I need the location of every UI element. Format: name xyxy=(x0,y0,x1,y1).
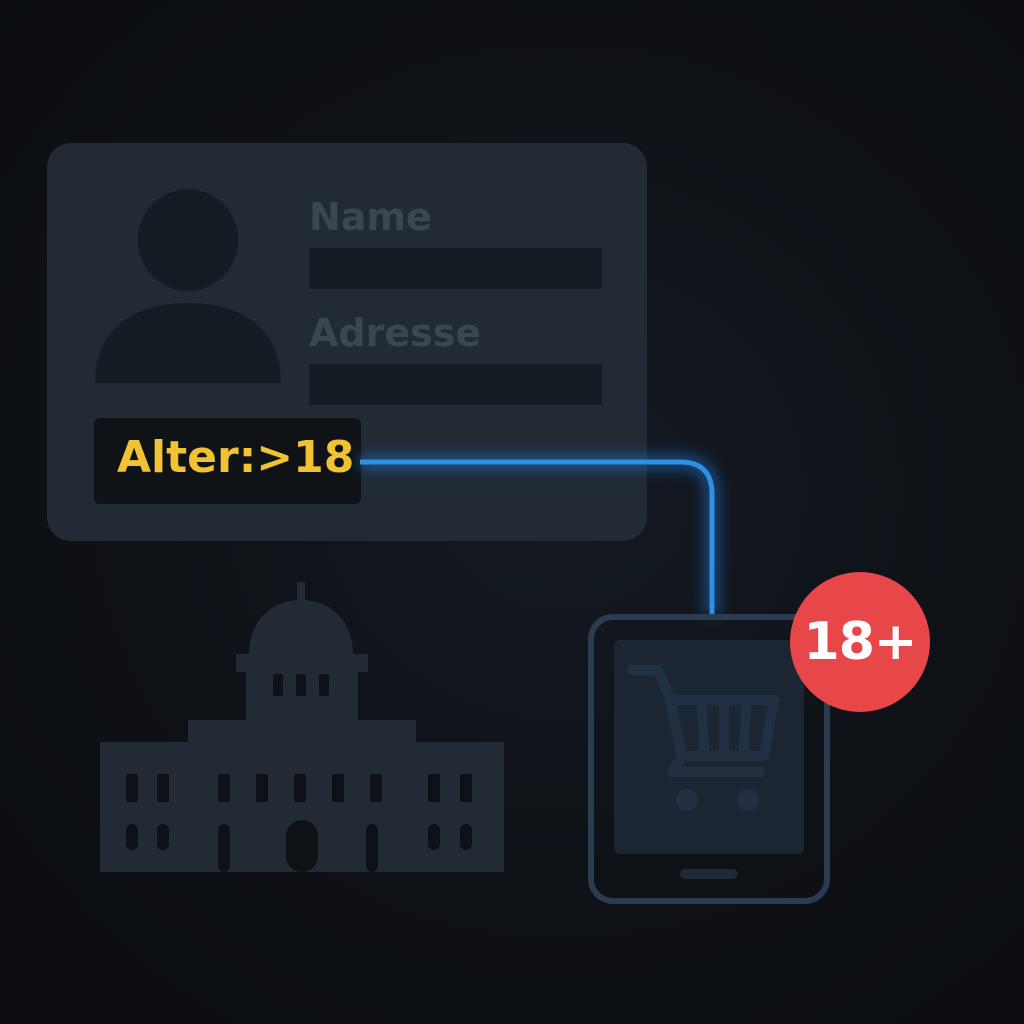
government-building-icon xyxy=(100,582,504,872)
age-claim-text: Alter:>18 xyxy=(117,432,355,483)
age-restriction-badge: 18+ xyxy=(790,572,930,712)
age-claim-chip: Alter:>18 xyxy=(94,418,361,504)
age-restriction-text: 18+ xyxy=(803,612,918,672)
address-field xyxy=(309,364,602,405)
name-label: Name xyxy=(309,195,432,239)
person-silhouette-icon xyxy=(95,189,281,383)
address-label: Adresse xyxy=(309,311,482,355)
id-card: Name Adresse Alter:>18 xyxy=(47,143,647,541)
shopping-cart-icon xyxy=(627,665,779,777)
name-field xyxy=(309,248,602,289)
tablet-icon xyxy=(588,614,830,904)
